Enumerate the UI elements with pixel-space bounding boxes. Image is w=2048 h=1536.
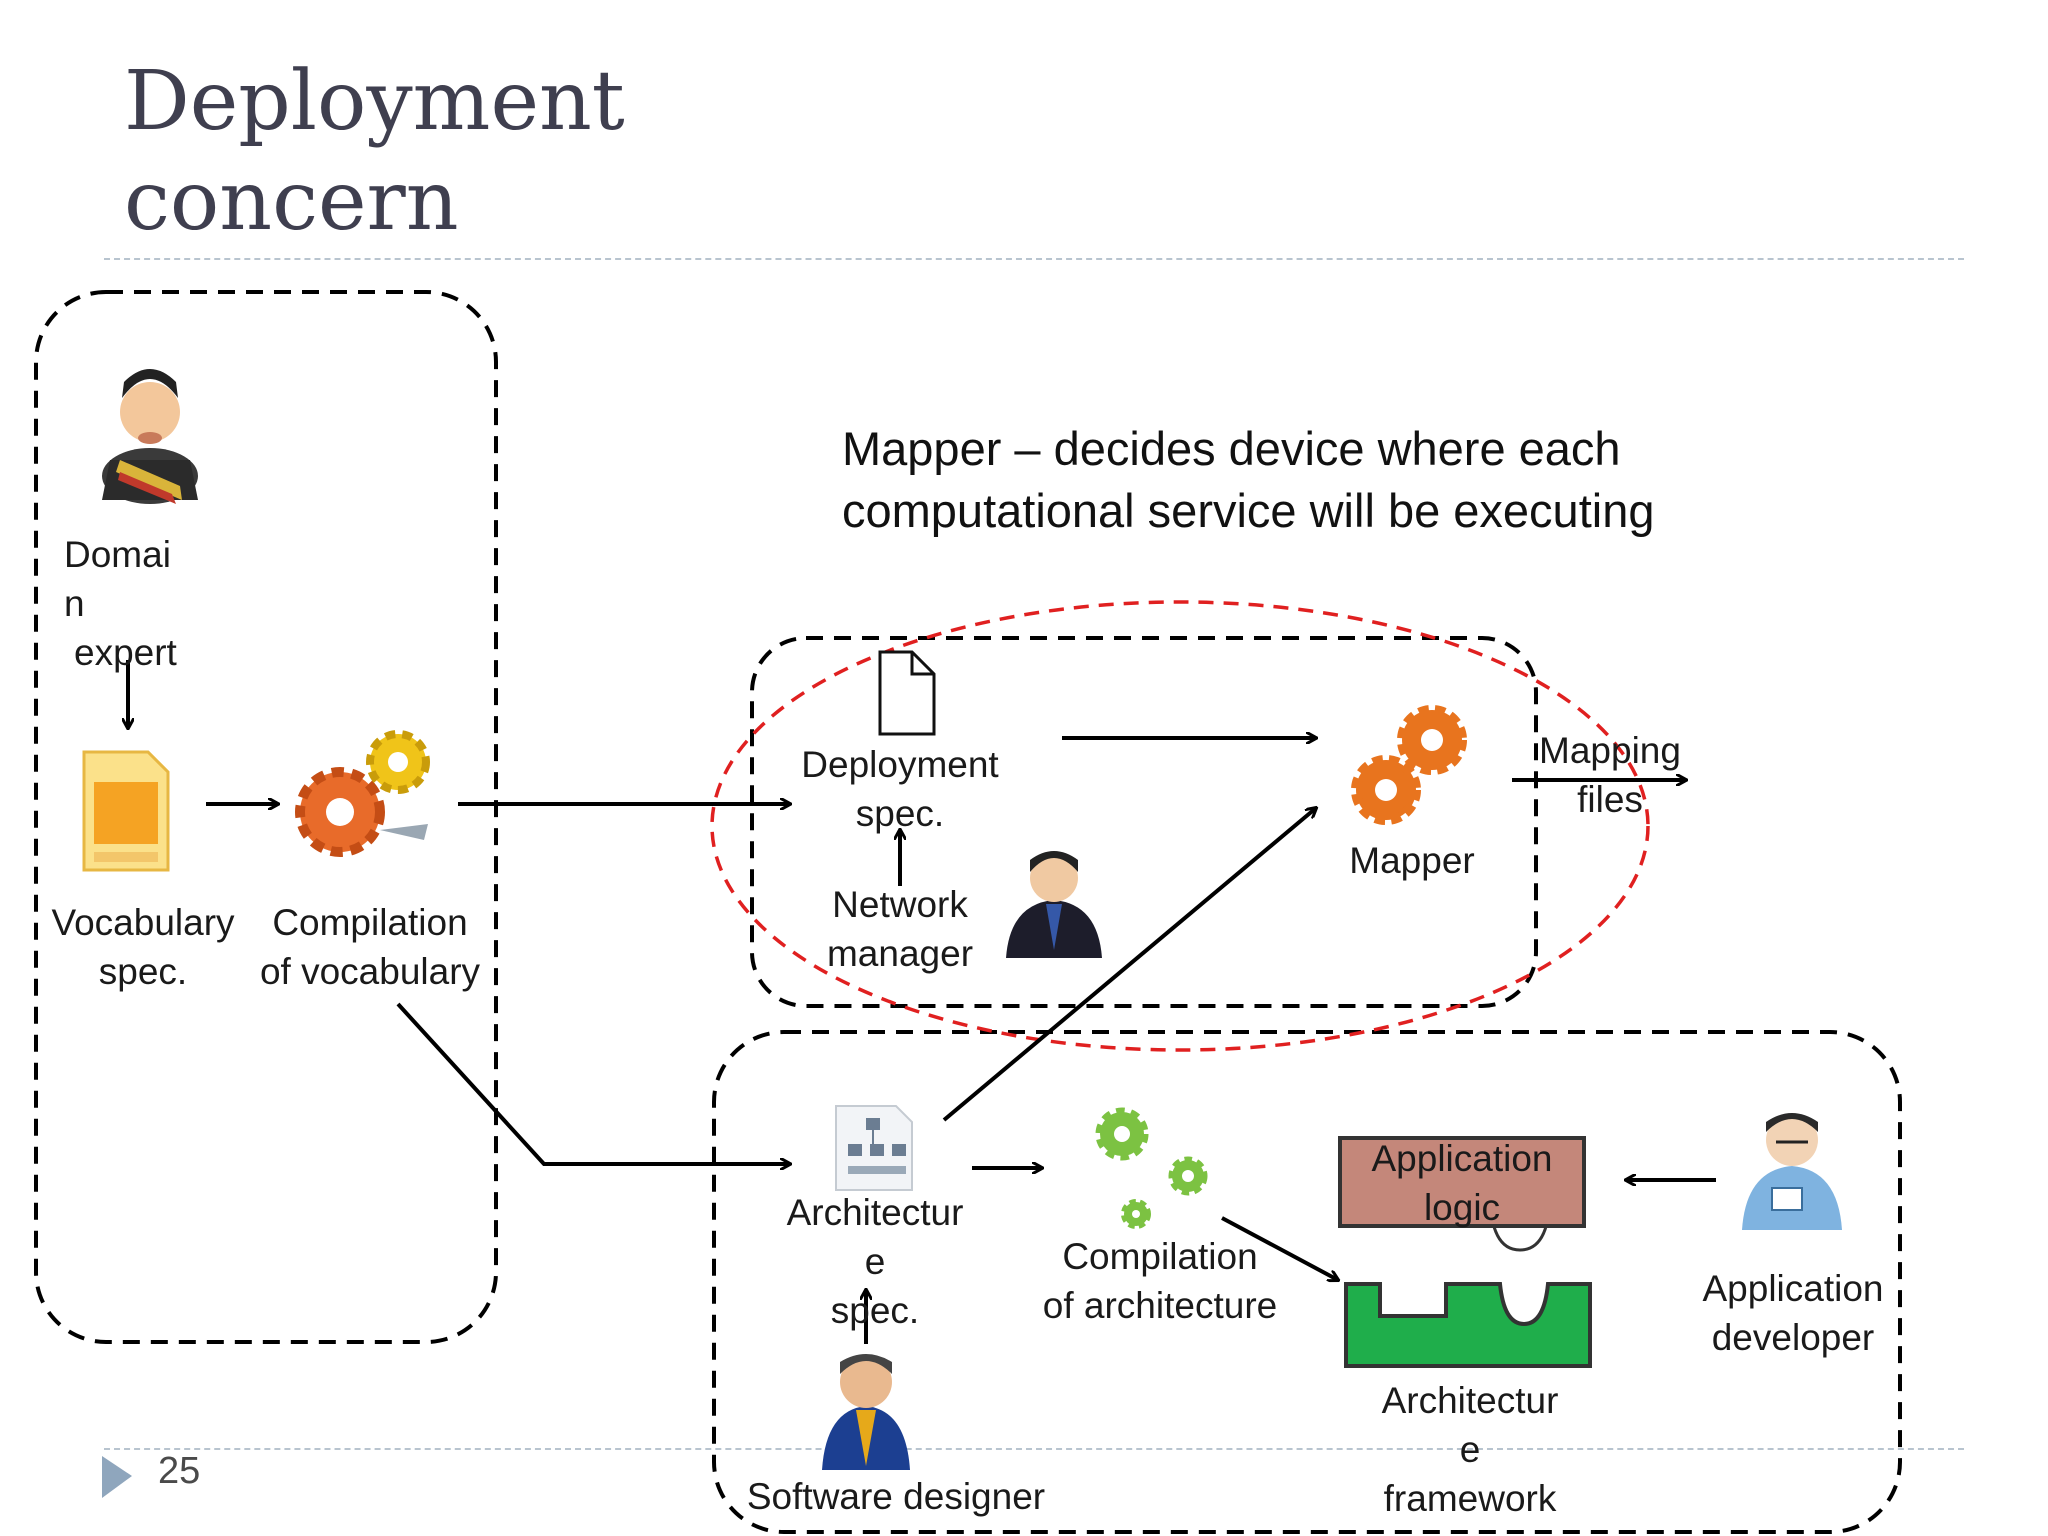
person-suit-icon [822, 1354, 910, 1470]
mapper-highlight-ellipse [710, 600, 1650, 1052]
diagram-document-icon [835, 1105, 913, 1191]
footer-divider [104, 1448, 1964, 1450]
person-with-sash-icon [102, 369, 198, 504]
footer-triangle-icon [102, 1456, 132, 1498]
gears-green-icon [1095, 1107, 1208, 1229]
vocabulary-group-box [34, 290, 498, 1344]
document-orange-icon [82, 750, 170, 872]
arrow-compile-to-architecture [396, 1002, 790, 1164]
arrow-compile-to-framework [1221, 1216, 1338, 1280]
application-logic-block [1338, 1136, 1586, 1252]
slide-number: 25 [158, 1450, 201, 1492]
person-suit-icon [1006, 851, 1102, 958]
document-icon [878, 650, 936, 736]
label-domain-expert: Domai n expert [64, 534, 177, 673]
title-line-2: concern [124, 154, 459, 249]
gears-orange-icon [1351, 705, 1467, 825]
developer-person-icon [1742, 1113, 1842, 1230]
arrow-architecture-to-mapper [942, 808, 1316, 1122]
deployment-group-box [750, 636, 1538, 1008]
label-software-designer: Software designer [746, 1476, 1046, 1517]
title-line-1: Deployment [124, 54, 625, 149]
mapper-callout: Mapper – decides device where each compu… [842, 422, 1655, 537]
title-divider [104, 258, 1964, 260]
gears-icon [295, 730, 430, 857]
architecture-framework-block [1344, 1282, 1592, 1368]
slide-title: Deployment concern [124, 52, 625, 252]
label-mapper: Mapper [1349, 840, 1475, 881]
